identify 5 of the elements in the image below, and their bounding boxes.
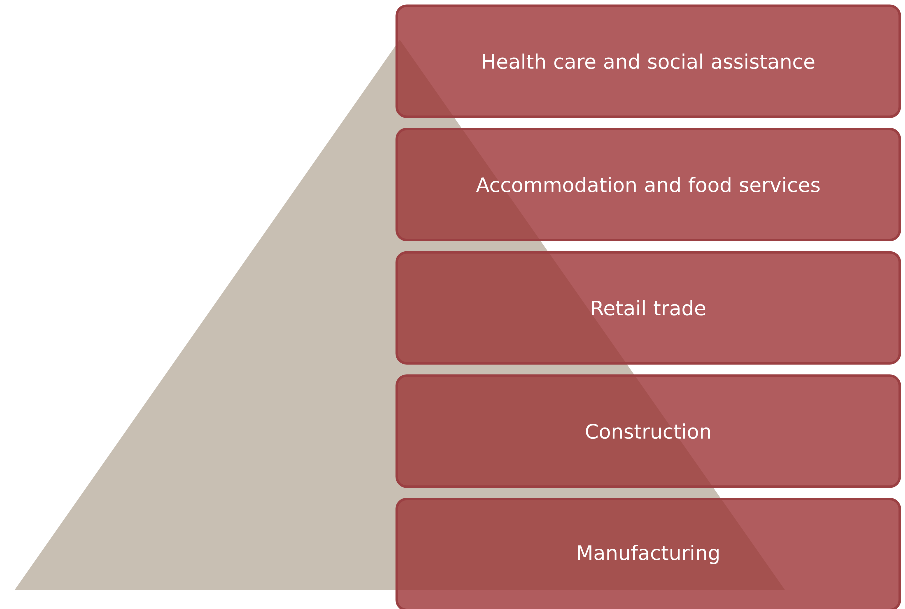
- level-box: Construction: [396, 374, 902, 488]
- level-box: Manufacturing: [396, 498, 902, 609]
- level-box: Accommodation and food services: [396, 128, 902, 242]
- level-box: Health care and social assistance: [396, 4, 902, 118]
- level-box: Retail trade: [396, 251, 902, 365]
